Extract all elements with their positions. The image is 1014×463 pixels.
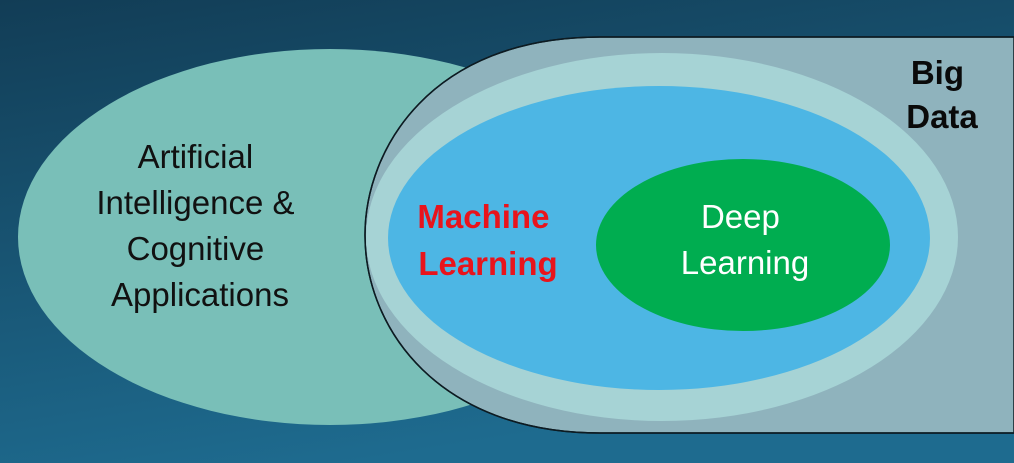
deep-learning-label-line: Deep	[701, 198, 780, 235]
deep-learning-label-line: Learning	[681, 244, 809, 281]
deep-learning-label: Deep Learning	[681, 198, 809, 281]
machine-learning-label-line: Learning	[418, 245, 557, 282]
big-data-label-line: Data	[906, 98, 978, 135]
ai-label-line: Artificial	[138, 138, 254, 175]
ai-label-line: Applications	[111, 276, 289, 313]
ai-label: Artificial Intelligence & Cognitive Appl…	[96, 138, 303, 313]
big-data-label: Big Data	[906, 54, 978, 135]
big-data-outline	[364, 36, 1014, 434]
ai-label-line: Cognitive	[127, 230, 265, 267]
big-data-label-line: Big	[911, 54, 964, 91]
machine-learning-label-line: Machine	[417, 198, 549, 235]
deep-learning-ellipse	[596, 159, 890, 331]
machine-learning-label: Machine Learning	[417, 198, 558, 282]
ai-label-line: Intelligence &	[96, 184, 294, 221]
